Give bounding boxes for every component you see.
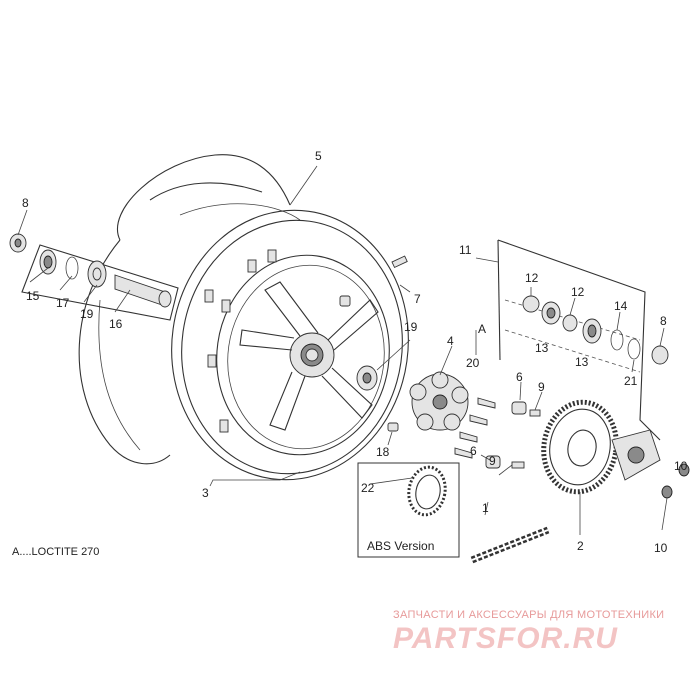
callout-8-left: 8 xyxy=(22,196,29,210)
callout-14: 14 xyxy=(614,299,628,313)
abs-version-label: ABS Version xyxy=(367,539,434,553)
callouts: 5 8 15 17 19 16 3 7 19 4 A 20 6 9 18 6 9… xyxy=(22,149,688,555)
callout-17: 17 xyxy=(56,296,70,310)
loctite-note: A....LOCTITE 270 xyxy=(12,546,99,558)
callout-10-bottom: 10 xyxy=(654,541,668,555)
axle-frame-left xyxy=(9,233,179,321)
watermark-subtitle: ЗАПЧАСТИ И АКСЕССУАРЫ ДЛЯ МОТОТЕХНИКИ xyxy=(393,609,664,621)
callout-18: 18 xyxy=(376,445,390,459)
callout-19-right: 19 xyxy=(404,320,418,334)
callout-16: 16 xyxy=(109,317,123,331)
callout-11: 11 xyxy=(459,243,472,257)
cush-drive-hub xyxy=(409,371,469,431)
tyre xyxy=(78,154,301,465)
drive-chain xyxy=(470,526,550,564)
callout-6-top: 6 xyxy=(516,370,523,384)
callout-4: 4 xyxy=(447,334,454,348)
callout-12-left: 12 xyxy=(525,271,539,285)
callout-3: 3 xyxy=(202,486,209,500)
callout-5: 5 xyxy=(315,149,322,163)
callout-13-left: 13 xyxy=(535,341,549,355)
callout-19-left: 19 xyxy=(80,307,94,321)
leader-lines xyxy=(17,165,683,535)
callout-22: 22 xyxy=(361,481,375,495)
callout-1: 1 xyxy=(482,501,489,515)
callout-9-bottom: 9 xyxy=(489,454,496,468)
callout-20: 20 xyxy=(466,356,480,370)
callout-21: 21 xyxy=(624,374,638,388)
sprocket-carrier-frame xyxy=(497,239,690,499)
abs-version-box: ABS Version xyxy=(357,462,460,558)
callout-6-bottom: 6 xyxy=(470,444,477,458)
fasteners xyxy=(387,397,541,469)
callout-12-right: 12 xyxy=(571,285,585,299)
watermark: ЗАПЧАСТИ И АКСЕССУАРЫ ДЛЯ МОТОТЕХНИКИ PA… xyxy=(393,609,664,655)
callout-15: 15 xyxy=(26,289,40,303)
watermark-brand: PARTSFOR.RU xyxy=(393,622,618,655)
callout-10-top: 10 xyxy=(674,459,688,473)
callout-9-top: 9 xyxy=(538,380,545,394)
rear-sprocket xyxy=(541,399,619,495)
callout-a: A xyxy=(478,322,486,336)
callout-8-right: 8 xyxy=(660,314,667,328)
wheel-rim xyxy=(171,209,409,481)
callout-2: 2 xyxy=(577,539,584,553)
callout-13-right: 13 xyxy=(575,355,589,369)
callout-7: 7 xyxy=(414,292,421,306)
